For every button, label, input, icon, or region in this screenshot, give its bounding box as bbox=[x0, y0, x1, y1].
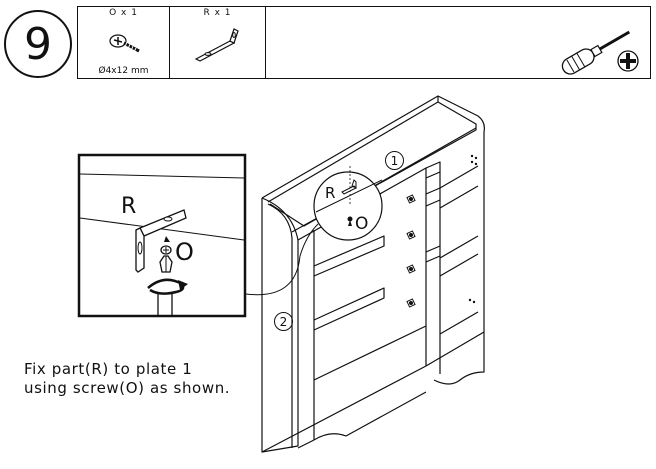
cabinet-drawing bbox=[261, 95, 485, 453]
part-size-screw: Ø4x12 mm bbox=[98, 66, 149, 76]
part-label-bracket: R x 1 bbox=[203, 8, 232, 18]
magnifier-circle bbox=[313, 171, 383, 241]
instruction-line-1: Fix part(R) to plate 1 bbox=[24, 360, 193, 378]
callout-connector bbox=[245, 223, 319, 296]
dowel-holes bbox=[406, 194, 416, 308]
label-part-r-inset: R bbox=[121, 194, 137, 219]
bracket-detail-small bbox=[341, 179, 357, 195]
part-label-screw: O x 1 bbox=[109, 8, 138, 18]
part-cell-bracket: R x 1 bbox=[170, 7, 266, 78]
label-part-r-magnifier: R bbox=[325, 184, 336, 202]
tool-cell bbox=[266, 7, 650, 78]
plate-1-callout: 1 bbox=[385, 151, 404, 170]
parts-table: O x 1 Ø4x12 mm R x 1 bbox=[77, 6, 651, 79]
label-part-o-magnifier: O bbox=[355, 214, 369, 234]
shelf-pin-holes bbox=[468, 154, 478, 304]
part-cell-screw: O x 1 Ø4x12 mm bbox=[78, 7, 170, 78]
plate-2-callout: 2 bbox=[274, 312, 293, 331]
bracket-icon bbox=[194, 28, 239, 62]
phillips-screwdriver-icon bbox=[561, 30, 639, 75]
label-part-o-inset: O bbox=[175, 238, 194, 266]
step-number: 9 bbox=[4, 10, 72, 78]
detail-inset bbox=[77, 153, 247, 318]
screw-icon bbox=[109, 34, 140, 53]
instruction-line-2: using screw(O) as shown. bbox=[24, 379, 231, 397]
instruction-text: Fix part(R) to plate 1 using screw(O) as… bbox=[24, 360, 230, 398]
screw-detail-small bbox=[348, 220, 352, 226]
